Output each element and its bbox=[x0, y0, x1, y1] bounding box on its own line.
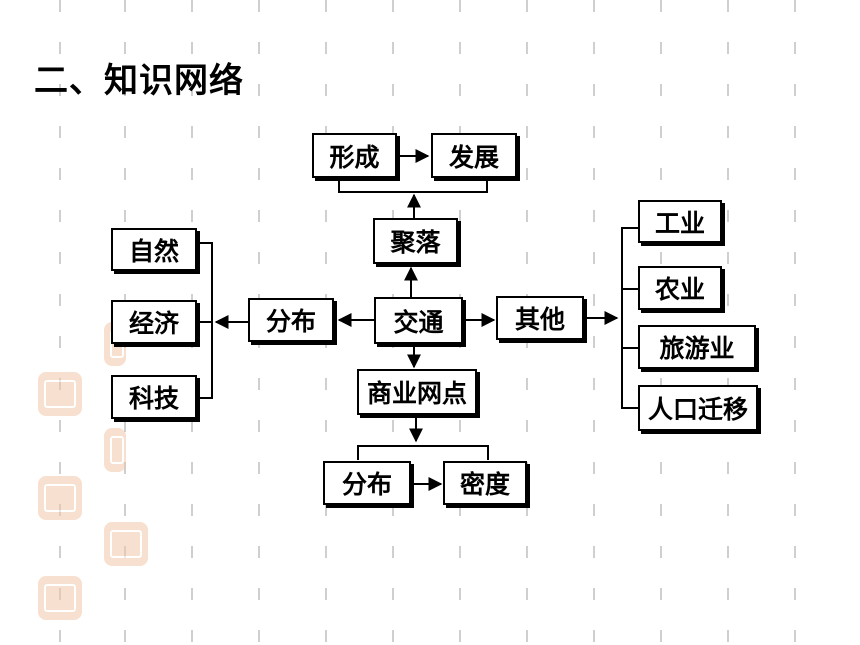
node-commercial-outlets: 商业网点 bbox=[357, 369, 477, 415]
node-migration: 人口迁移 bbox=[638, 385, 758, 431]
node-distribution-bottom: 分布 bbox=[323, 461, 411, 505]
node-distribution-left: 分布 bbox=[248, 298, 334, 342]
node-settlement: 聚落 bbox=[373, 218, 458, 264]
node-economy: 经济 bbox=[111, 300, 197, 344]
node-formation: 形成 bbox=[312, 133, 397, 178]
page-title: 二、知识网络 bbox=[34, 61, 244, 101]
seal-stamp bbox=[38, 576, 82, 620]
seal-stamp bbox=[104, 522, 148, 566]
node-tourism: 旅游业 bbox=[638, 325, 756, 369]
seal-stamp bbox=[38, 372, 82, 416]
node-nature: 自然 bbox=[111, 228, 197, 271]
node-transport: 交通 bbox=[374, 297, 463, 344]
node-density: 密度 bbox=[443, 461, 527, 505]
node-industry: 工业 bbox=[638, 200, 722, 243]
node-others: 其他 bbox=[496, 296, 584, 340]
node-technology: 科技 bbox=[111, 375, 197, 419]
seal-stamp bbox=[104, 428, 126, 472]
node-development: 发展 bbox=[431, 133, 517, 178]
node-agriculture: 农业 bbox=[638, 266, 722, 310]
seal-stamp bbox=[38, 476, 82, 520]
